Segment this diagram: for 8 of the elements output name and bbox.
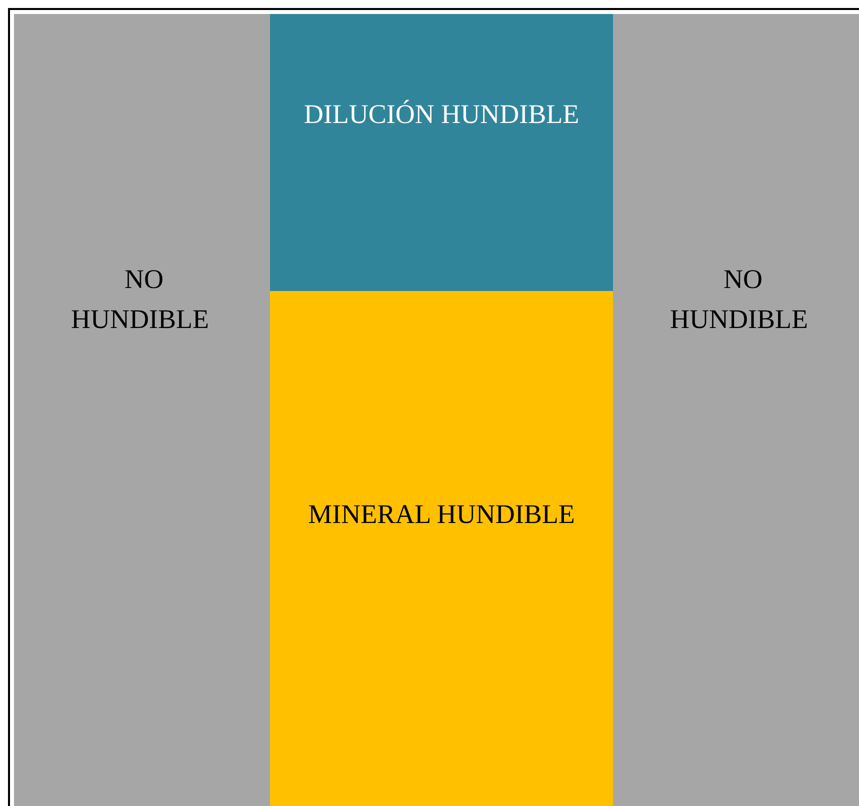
region-band: [270, 14, 613, 291]
region-band: [613, 14, 859, 806]
region-label: DILUCIÓN HUNDIBLE: [302, 99, 580, 129]
region-label: NO HUNDIBLE: [71, 264, 210, 334]
region-band: [14, 14, 270, 806]
region-label: MINERAL HUNDIBLE: [307, 499, 576, 529]
region-band: [270, 291, 613, 806]
region-label: NO HUNDIBLE: [670, 264, 809, 334]
